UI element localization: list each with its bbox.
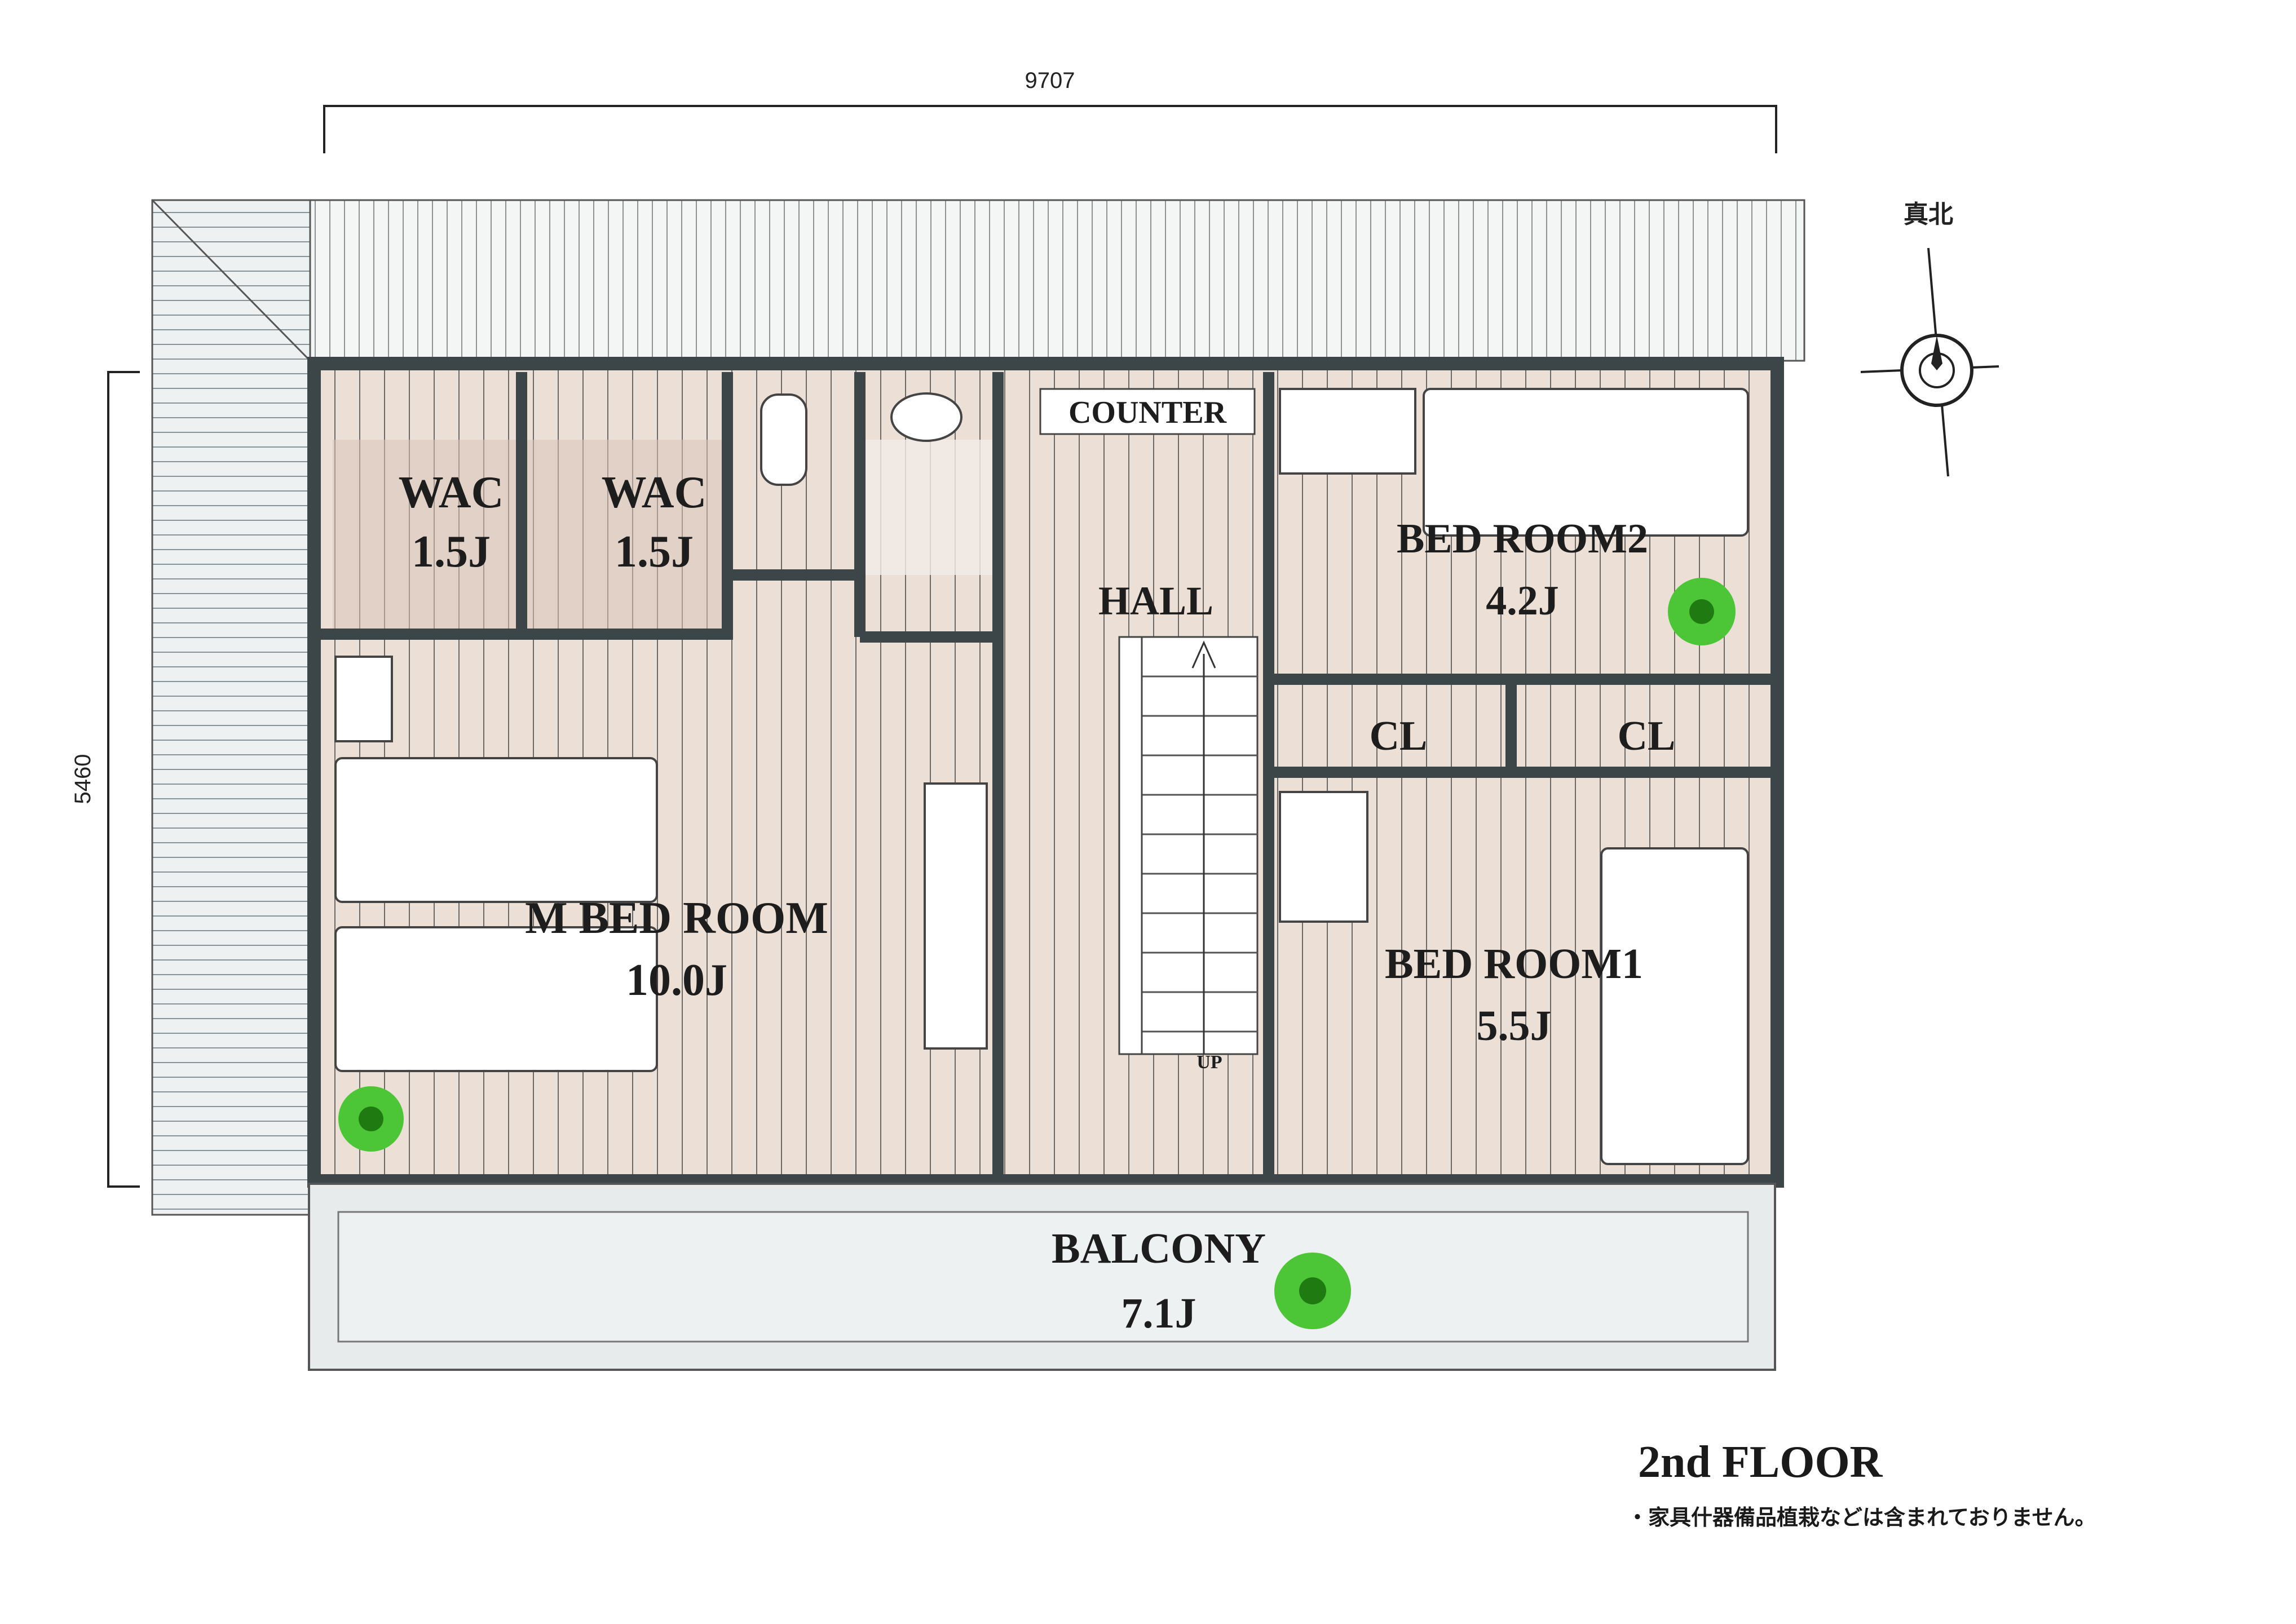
room-mbed-name: M BED ROOM — [525, 893, 828, 943]
dimension-width-label: 9707 — [1025, 68, 1075, 93]
staircase: UP — [1118, 636, 1259, 1073]
room-wac1-size: 1.5J — [412, 527, 491, 577]
roof-top — [151, 199, 1805, 362]
room-wac2-name: WAC — [602, 468, 707, 517]
dimension-width: 9707 — [323, 68, 1777, 153]
room-bed1-size: 5.5J — [1477, 1002, 1552, 1050]
dimension-depth: 5460 — [70, 371, 140, 1188]
furniture — [334, 388, 1749, 1165]
disclaimer-note: ・家具什器備品植栽などは含まれておりません。 — [1627, 1505, 2096, 1530]
north-compass-icon: 真北 — [1860, 200, 1999, 477]
room-balcony-size: 7.1J — [1121, 1290, 1196, 1337]
dimension-depth-label: 5460 — [70, 754, 95, 804]
plant-icon — [1668, 578, 1736, 645]
room-hall-name: HALL — [1098, 578, 1213, 623]
room-counter-name: COUNTER — [1068, 395, 1227, 430]
room-bed1-name: BED ROOM1 — [1385, 940, 1643, 988]
room-cl2-name: CL — [1618, 713, 1676, 759]
floor-title: 2nd FLOOR — [1638, 1437, 1883, 1487]
interior-walls — [317, 372, 1776, 1181]
plant-icon — [338, 1086, 404, 1152]
north-label: 真北 — [1904, 200, 1953, 229]
room-bed2-size: 4.2J — [1486, 578, 1559, 624]
plant-icon — [1274, 1253, 1351, 1329]
room-balcony-name: BALCONY — [1052, 1225, 1266, 1272]
outer-wall — [307, 357, 1784, 1188]
room-wac2-size: 1.5J — [615, 527, 694, 577]
room-cl1-name: CL — [1370, 713, 1428, 759]
roof-left — [151, 199, 311, 1216]
room-wac1-name: WAC — [399, 468, 504, 517]
stair-up-label: UP — [1196, 1052, 1222, 1073]
room-mbed-size: 10.0J — [626, 955, 727, 1005]
room-bed2-name: BED ROOM2 — [1397, 516, 1648, 562]
